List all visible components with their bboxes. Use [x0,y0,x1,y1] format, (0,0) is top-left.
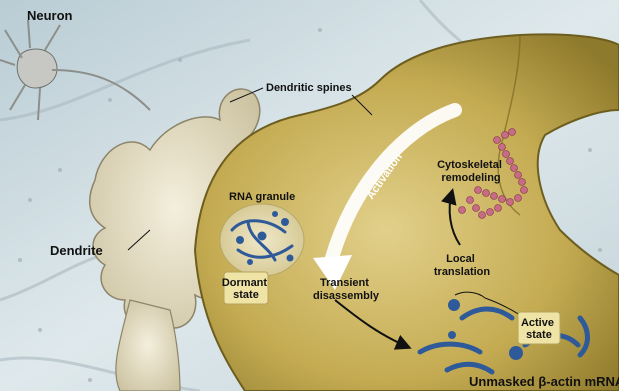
cytoskeletal-remodeling-label: Cytoskeletal remodeling [437,159,505,184]
neuron-label: Neuron [27,8,73,23]
unmasked-mrna-label: Unmasked β-actin mRNA [469,374,619,389]
transient-disassembly-label: Transient disassembly [313,277,380,302]
dendritic-spines-label: Dendritic spines [266,82,352,94]
rna-granule [220,204,304,276]
active-state-label: Active state [521,317,557,341]
rna-granule-label: RNA granule [229,191,295,203]
dendrite-label: Dendrite [50,243,103,258]
